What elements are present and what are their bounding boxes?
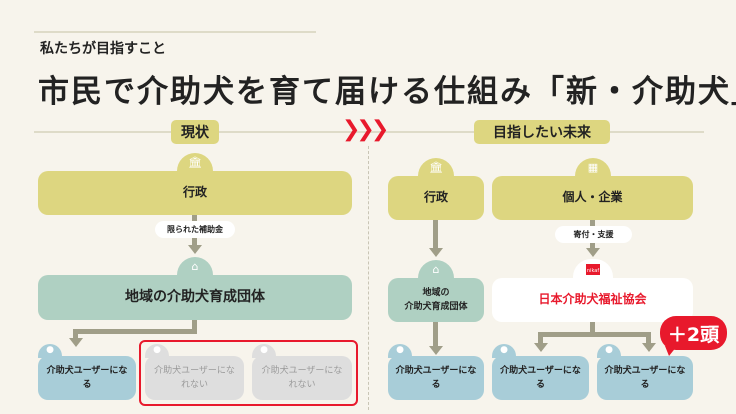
user-box: 介助犬ユーザーになる	[492, 356, 589, 400]
divider	[368, 146, 369, 410]
plus-badge: ＋2頭	[660, 316, 727, 350]
user-box: 介助犬ユーザーになる	[597, 356, 693, 400]
subtitle: 私たちが目指すこと	[40, 41, 166, 57]
highlight-frame	[139, 340, 358, 406]
building-icon: ▦	[575, 158, 611, 178]
top-rule	[34, 31, 316, 33]
gov-box: 行政	[38, 171, 352, 215]
gov-box-future: 行政	[388, 176, 484, 220]
funding-label: 限られた補助金	[155, 221, 235, 238]
user-icon: ●	[252, 344, 276, 358]
org-box: 地域の介助犬育成団体	[38, 275, 352, 320]
user-icon: ●	[145, 344, 169, 358]
user-icon: ●	[38, 344, 62, 358]
donors-box: 個人・企業	[492, 176, 693, 220]
user-box: 介助犬ユーザーになる	[388, 356, 484, 400]
user-icon: ●	[597, 344, 621, 358]
user-icon: ●	[492, 344, 516, 358]
page-title: 市民で介助犬を育て届ける仕組み「新・介助犬」	[38, 74, 736, 110]
government-icon: 🏛	[177, 153, 213, 173]
user-box-unavailable: 介助犬ユーザーになれない	[145, 356, 244, 400]
current-label: 現状	[171, 120, 219, 144]
chevrons-icon: ❯❯❯	[342, 117, 389, 142]
house-icon: ⌂	[177, 257, 213, 277]
nikaf-box: 日本介助犬福祉協会	[492, 278, 693, 322]
user-box-unavailable: 介助犬ユーザーになれない	[252, 356, 352, 400]
user-icon: ●	[388, 344, 412, 358]
user-box: 介助犬ユーザーになる	[38, 356, 136, 400]
future-label: 目指したい未来	[474, 120, 610, 144]
section-rule	[34, 131, 704, 133]
support-label: 寄付・支援	[555, 226, 632, 243]
house-icon: ⌂	[418, 260, 454, 280]
badge-tail	[665, 346, 677, 356]
government-icon: 🏛	[418, 158, 454, 178]
nikaf-logo: nikaf	[573, 259, 613, 279]
org-box-future: 地域の介助犬育成団体	[388, 278, 484, 322]
